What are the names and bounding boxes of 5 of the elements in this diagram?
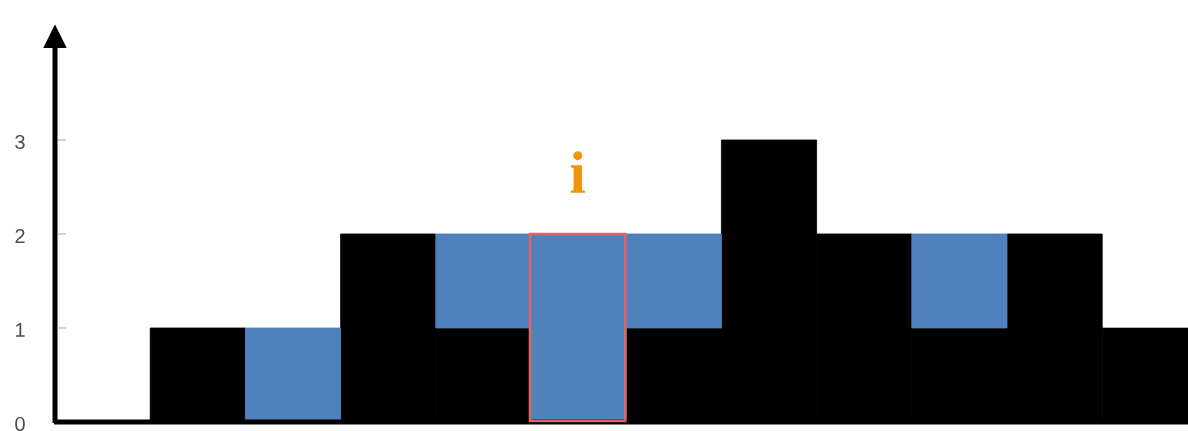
tick-label: 0 [15, 416, 25, 431]
tick-label: 2 [15, 229, 25, 243]
tick-label: 3 [15, 134, 25, 150]
index-label: i [570, 151, 586, 193]
tick-label: 1 [16, 323, 25, 337]
